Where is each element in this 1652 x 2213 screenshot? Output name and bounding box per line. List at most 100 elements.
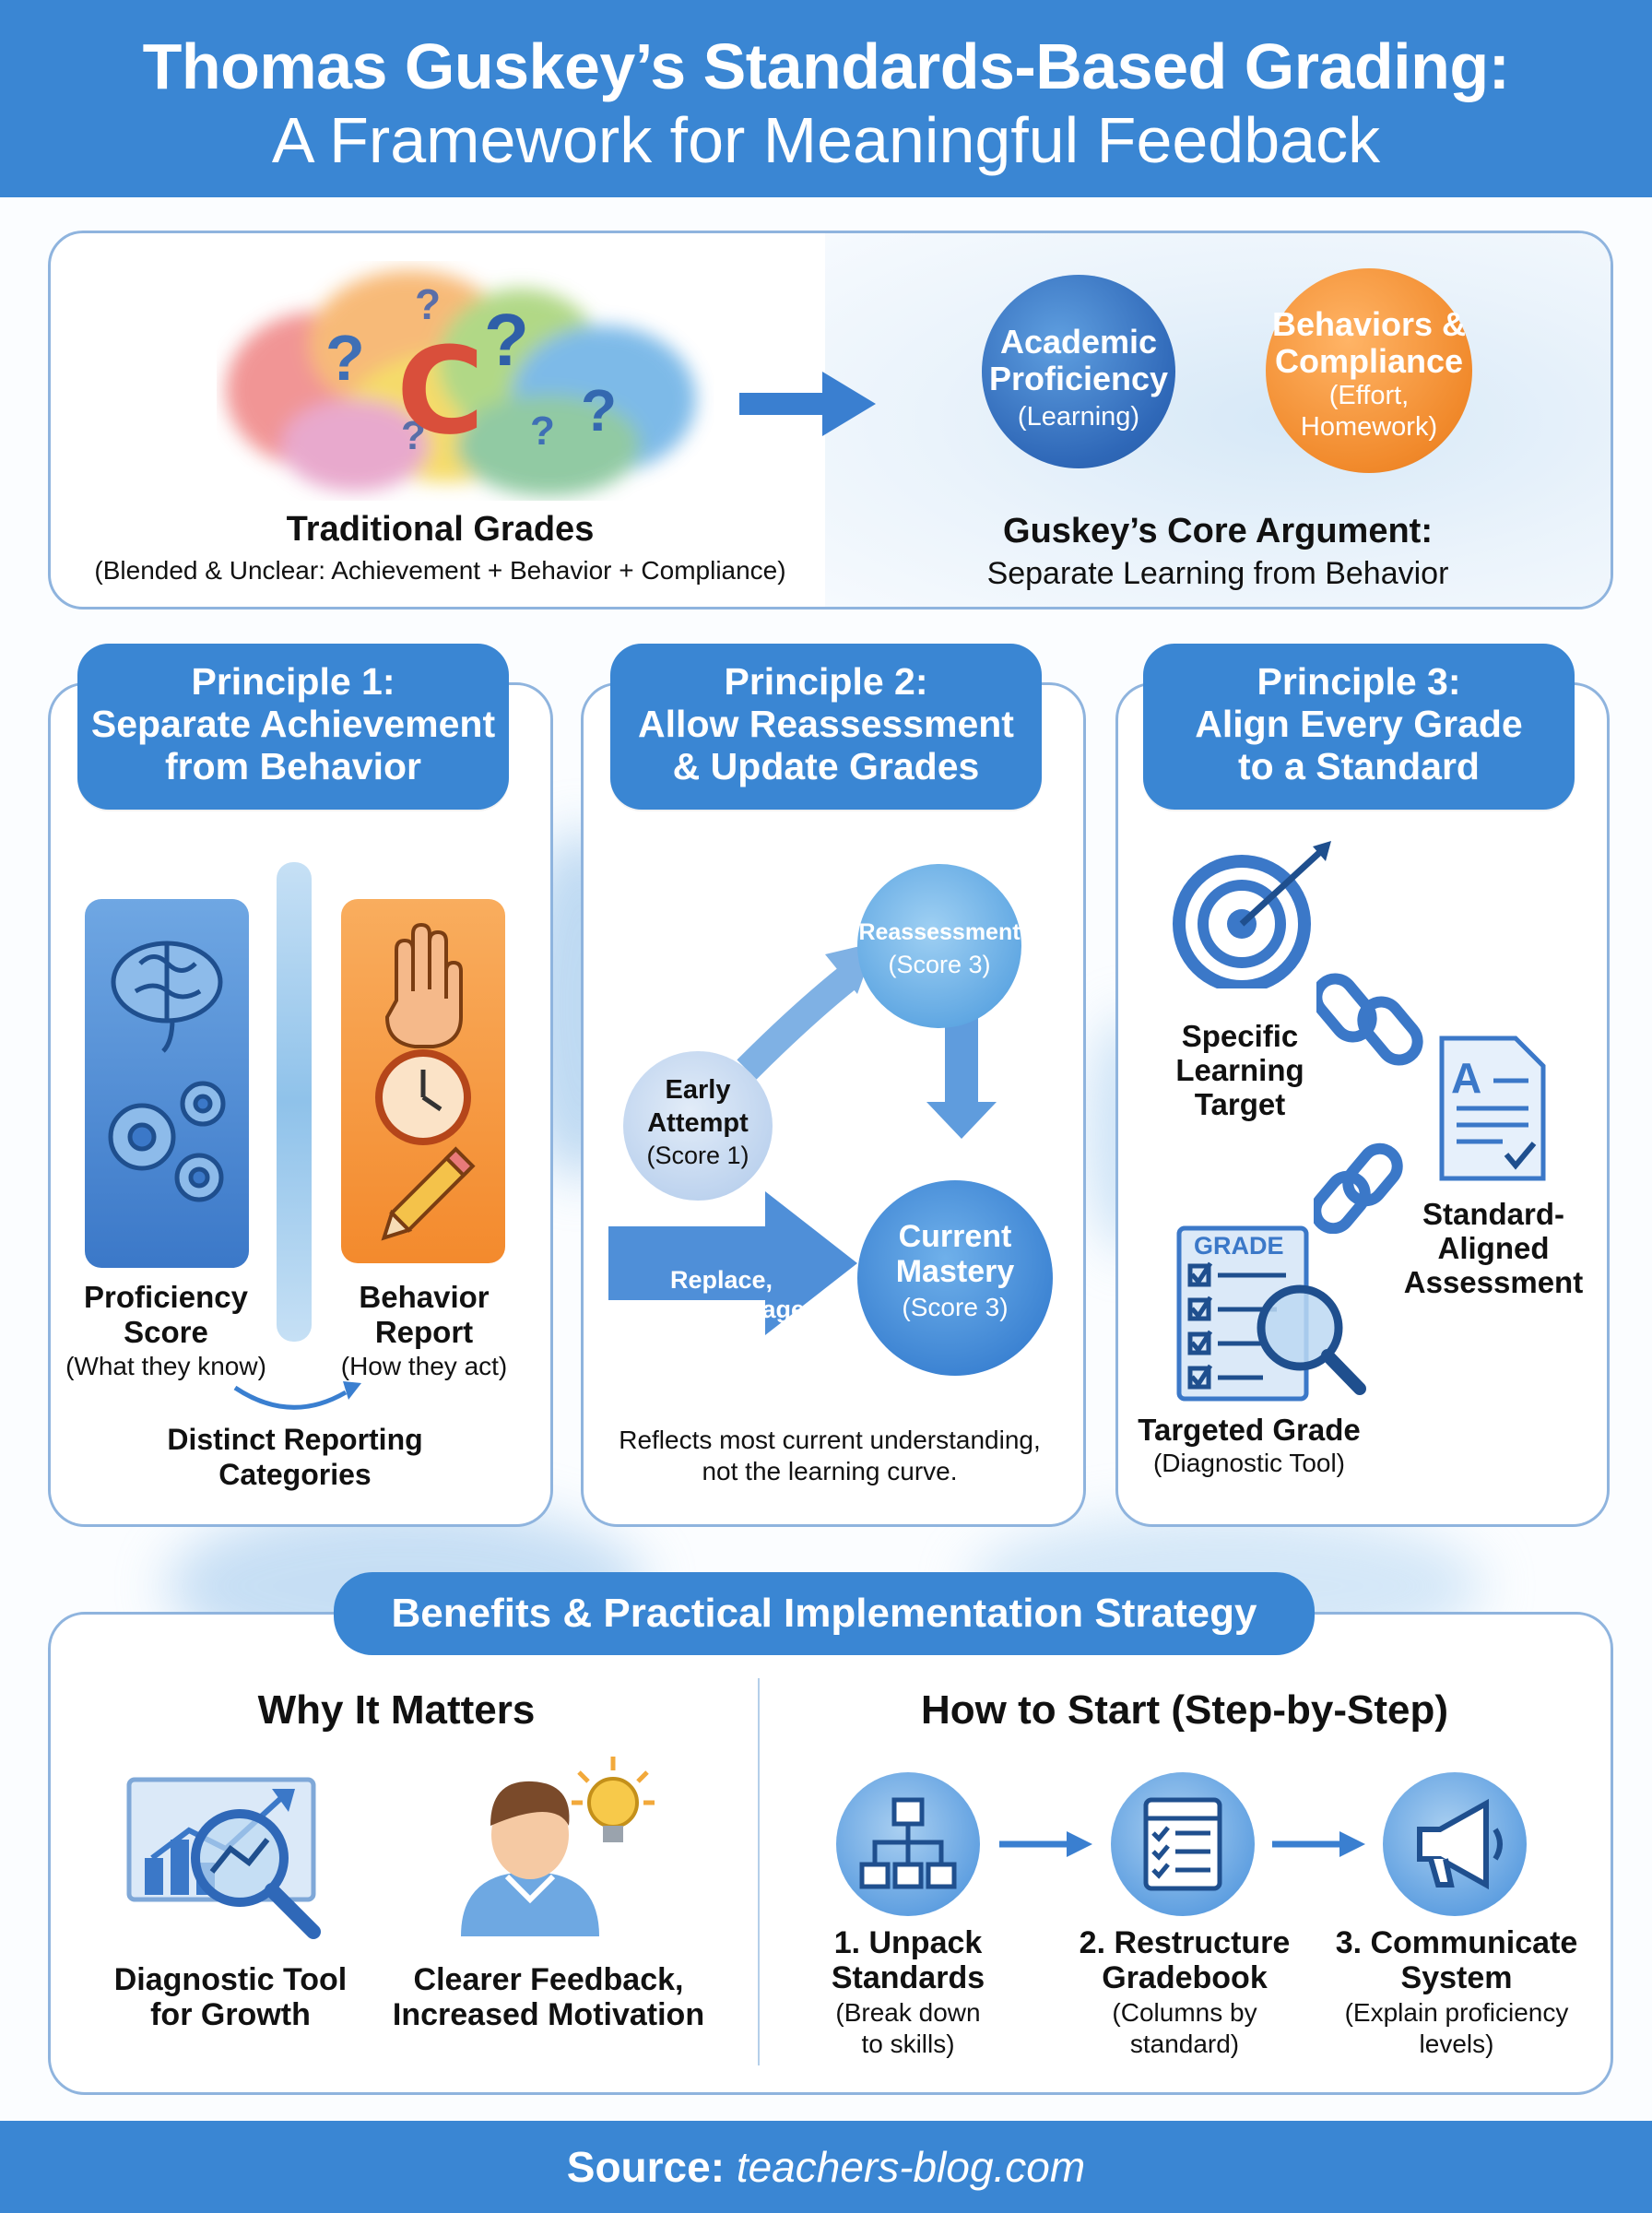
question-mark-icon: ? [484, 299, 529, 381]
why-it-matters-title: Why It Matters [257, 1687, 536, 1733]
magnifier-icon [1257, 1284, 1366, 1395]
megaphone-icon [1417, 1798, 1503, 1890]
target-line2: Learning [1175, 1053, 1304, 1087]
distinct-reporting-line2: Categories [218, 1458, 372, 1491]
gradebook-icon [1143, 1797, 1222, 1891]
core-argument-wash [825, 233, 1611, 607]
principle-2-title-line1: Allow Reassessment [638, 703, 1014, 745]
current-mastery-line2: Mastery [895, 1254, 1015, 1289]
proficiency-panel [85, 899, 249, 1268]
replace-line1: Replace, [669, 1266, 773, 1294]
document-letter: A [1451, 1054, 1482, 1102]
target-line1: Specific [1181, 1019, 1299, 1053]
benefits-divider [758, 1678, 760, 2065]
step-1-circle [836, 1772, 980, 1916]
hierarchy-icon [859, 1797, 957, 1889]
proficiency-score-label: Proficiency Score [55, 1280, 277, 1350]
chain-link-icon [1314, 1142, 1403, 1234]
replace-arrow-icon [608, 1191, 857, 1335]
reassessment-note: Reflects most current understanding, not… [590, 1425, 1069, 1487]
gradebook-checklist-icon: GRADE [1175, 1225, 1369, 1404]
behaviors-compliance-line3: (Effort, [1328, 381, 1410, 410]
note-line2: not the learning curve. [702, 1457, 958, 1485]
core-argument-title: Guskey’s Core Argument: [1003, 512, 1433, 550]
behavior-panel [341, 899, 505, 1263]
note-line1: Reflects most current understanding, [619, 1426, 1041, 1454]
step-3-label: 3. Communicate System [1318, 1925, 1595, 1995]
category-divider [277, 862, 312, 1342]
core-argument-panel: ? ? ? ? ? ? C Traditional Grades (Blende… [48, 231, 1613, 609]
chart-magnifier-icon [126, 1777, 321, 1939]
pencil-icon [381, 1146, 476, 1241]
early-attempt-bubble: Early Attempt (Score 1) [623, 1051, 773, 1201]
behaviors-compliance-line4: Homework) [1300, 412, 1438, 442]
step-2-label: 2. Restructure Gradebook [1051, 1925, 1318, 1995]
source-label: Source: [566, 2143, 726, 2191]
grade-label: GRADE [1194, 1232, 1284, 1260]
clock-icon [375, 1049, 471, 1145]
diagnostic-line2: for Growth [150, 1997, 311, 2032]
step-2-circle [1111, 1772, 1255, 1916]
principle-3-title-line1: Align Every Grade [1195, 703, 1523, 745]
core-argument-subtitle: Separate Learning from Behavior [986, 556, 1449, 591]
chain-link-icon [1316, 973, 1423, 1066]
step-1-label: 1. Unpack Standards [793, 1925, 1023, 1995]
step-3-line1: 3. Communicate [1335, 1925, 1578, 1960]
reassessment-line2: (Score 3) [888, 951, 991, 978]
lightbulb-icon [572, 1757, 655, 1842]
right-arrow-icon [739, 372, 876, 436]
brain-icon [108, 941, 226, 1202]
principle-1-title-line2: from Behavior [165, 745, 421, 787]
academic-proficiency-line1: Academic [999, 323, 1158, 361]
step-1-sub1: (Break down [835, 1998, 981, 2027]
current-mastery-line3: (Score 3) [902, 1293, 1009, 1321]
principle-3-header: Principle 3: Align Every Grade to a Stan… [1143, 644, 1575, 810]
early-attempt-line3: (Score 1) [646, 1142, 749, 1169]
step-3-sub: (Explain proficiency levels) [1318, 1997, 1595, 2060]
source-link[interactable]: teachers-blog.com [736, 2143, 1086, 2191]
header-banner: Thomas Guskey’s Standards-Based Grading:… [0, 0, 1652, 197]
step-1-line2: Standards [831, 1960, 985, 1995]
replace-arrow-label: Replace, Don’t Average [618, 1265, 825, 1324]
early-attempt-line2: Attempt [647, 1108, 749, 1138]
person-lightbulb-icon [461, 1757, 655, 1936]
assess-line2: Aligned [1437, 1231, 1550, 1265]
traditional-grades-cloud-illustration [226, 270, 696, 496]
assess-line1: Standard- [1422, 1197, 1564, 1231]
traditional-grades-title: Traditional Grades [286, 510, 595, 549]
up-right-arrow-icon [737, 942, 876, 1080]
feedback-line2: Increased Motivation [392, 1997, 705, 2032]
behaviors-compliance-line1: Behaviors & [1271, 305, 1467, 343]
step-3-circle [1383, 1772, 1527, 1916]
step-1-sub2: to skills) [861, 2030, 955, 2058]
behavior-report-line1: Behavior [359, 1280, 490, 1314]
step-3-sub1: (Explain proficiency [1344, 1998, 1569, 2027]
curved-arrow-icon [233, 1381, 361, 1410]
source-footer: Source: teachers-blog.com [0, 2121, 1652, 2213]
proficiency-score-sub: (What they know) [65, 1352, 266, 1380]
step-2-line1: 2. Restructure [1079, 1925, 1291, 1960]
replace-line2: Don’t Average [637, 1296, 806, 1323]
proficiency-score-line1: Proficiency [84, 1280, 248, 1314]
why-item-diagnostic: Diagnostic Tool for Growth [92, 1962, 369, 2032]
question-mark-icon: ? [530, 408, 555, 454]
targeted-grade-label: Targeted Grade [1138, 1413, 1361, 1447]
current-mastery-line1: Current [898, 1219, 1012, 1254]
academic-proficiency-line2: Proficiency [988, 360, 1169, 397]
target-line3: Target [1194, 1087, 1286, 1121]
standard-aligned-assessment-label: Standard- Aligned Assessment [1392, 1197, 1595, 1299]
reassessment-line1: Reassessment [858, 919, 1021, 945]
step-2-sub2: standard) [1129, 2030, 1240, 2058]
principle-1-title-line1: Separate Achievement [90, 703, 496, 745]
academic-proficiency-circle: Academic Proficiency (Learning) [982, 275, 1175, 468]
distinct-reporting-line1: Distinct Reporting [167, 1423, 423, 1456]
target-icon [1173, 841, 1331, 988]
behaviors-compliance-circle: Behaviors & Compliance (Effort, Homework… [1266, 268, 1472, 473]
diagnostic-line1: Diagnostic Tool [113, 1962, 348, 1997]
behavior-report-sub: (How they act) [340, 1352, 508, 1380]
specific-learning-target-label: Specific Learning Target [1143, 1019, 1337, 1121]
page-subtitle: A Framework for Meaningful Feedback [271, 104, 1381, 176]
question-mark-icon: ? [325, 322, 365, 394]
principle-3-title-line2: to a Standard [1238, 745, 1480, 787]
page-title: Thomas Guskey’s Standards-Based Grading: [142, 30, 1510, 102]
